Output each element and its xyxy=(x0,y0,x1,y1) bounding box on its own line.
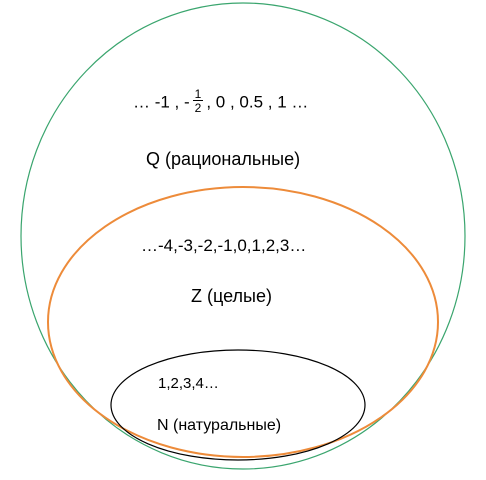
z-set-examples: …-4,-3,-2,-1,0,1,2,3… xyxy=(141,236,307,255)
fraction-denominator: 2 xyxy=(192,100,204,115)
q-examples-before: … -1 , - xyxy=(133,92,190,112)
z-set-label: Z (целые) xyxy=(191,286,272,306)
fraction-numerator: 1 xyxy=(194,87,202,101)
q-set-label: Q (рациональные) xyxy=(146,149,301,169)
q-examples-after: , 0 , 0.5 , 1 … xyxy=(206,92,309,112)
q-set-circle xyxy=(20,2,466,470)
n-set-ellipse xyxy=(110,349,366,461)
n-set-examples: 1,2,3,4… xyxy=(158,375,219,392)
n-set-label: N (натуральные) xyxy=(157,417,282,434)
z-set-ellipse xyxy=(47,186,439,458)
